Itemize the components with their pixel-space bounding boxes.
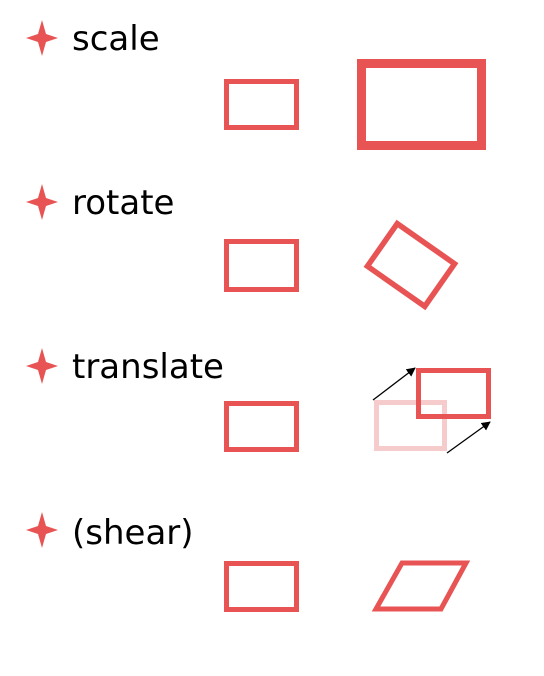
item-shear: (shear) [26, 512, 471, 612]
bullet-star-icon [26, 512, 58, 548]
bullet-star-icon [26, 184, 58, 220]
rotate-original-rect [224, 239, 299, 292]
item-translate: translate [26, 347, 491, 454]
item-scale: scale [26, 19, 486, 150]
translate-arrow-bottom [446, 421, 491, 454]
item-label-shear: (shear) [72, 513, 194, 553]
item-label-rotate: rotate [72, 183, 174, 223]
translate-moved-rect [416, 368, 491, 419]
item-rotate: rotate [26, 183, 459, 311]
item-label-translate: translate [72, 347, 224, 387]
item-label-scale: scale [72, 19, 160, 59]
translate-arrow-top [372, 367, 416, 401]
rotate-rotated-rect [363, 219, 459, 311]
bullet-star-icon [26, 348, 58, 384]
shear-sheared-shape [371, 560, 471, 612]
translate-ghost-rect [374, 400, 447, 451]
scale-scaled-rect [357, 59, 486, 150]
bullet-star-icon [26, 20, 58, 56]
shear-original-rect [224, 561, 299, 612]
scale-original-rect [224, 79, 299, 130]
translate-original-rect [224, 401, 299, 452]
